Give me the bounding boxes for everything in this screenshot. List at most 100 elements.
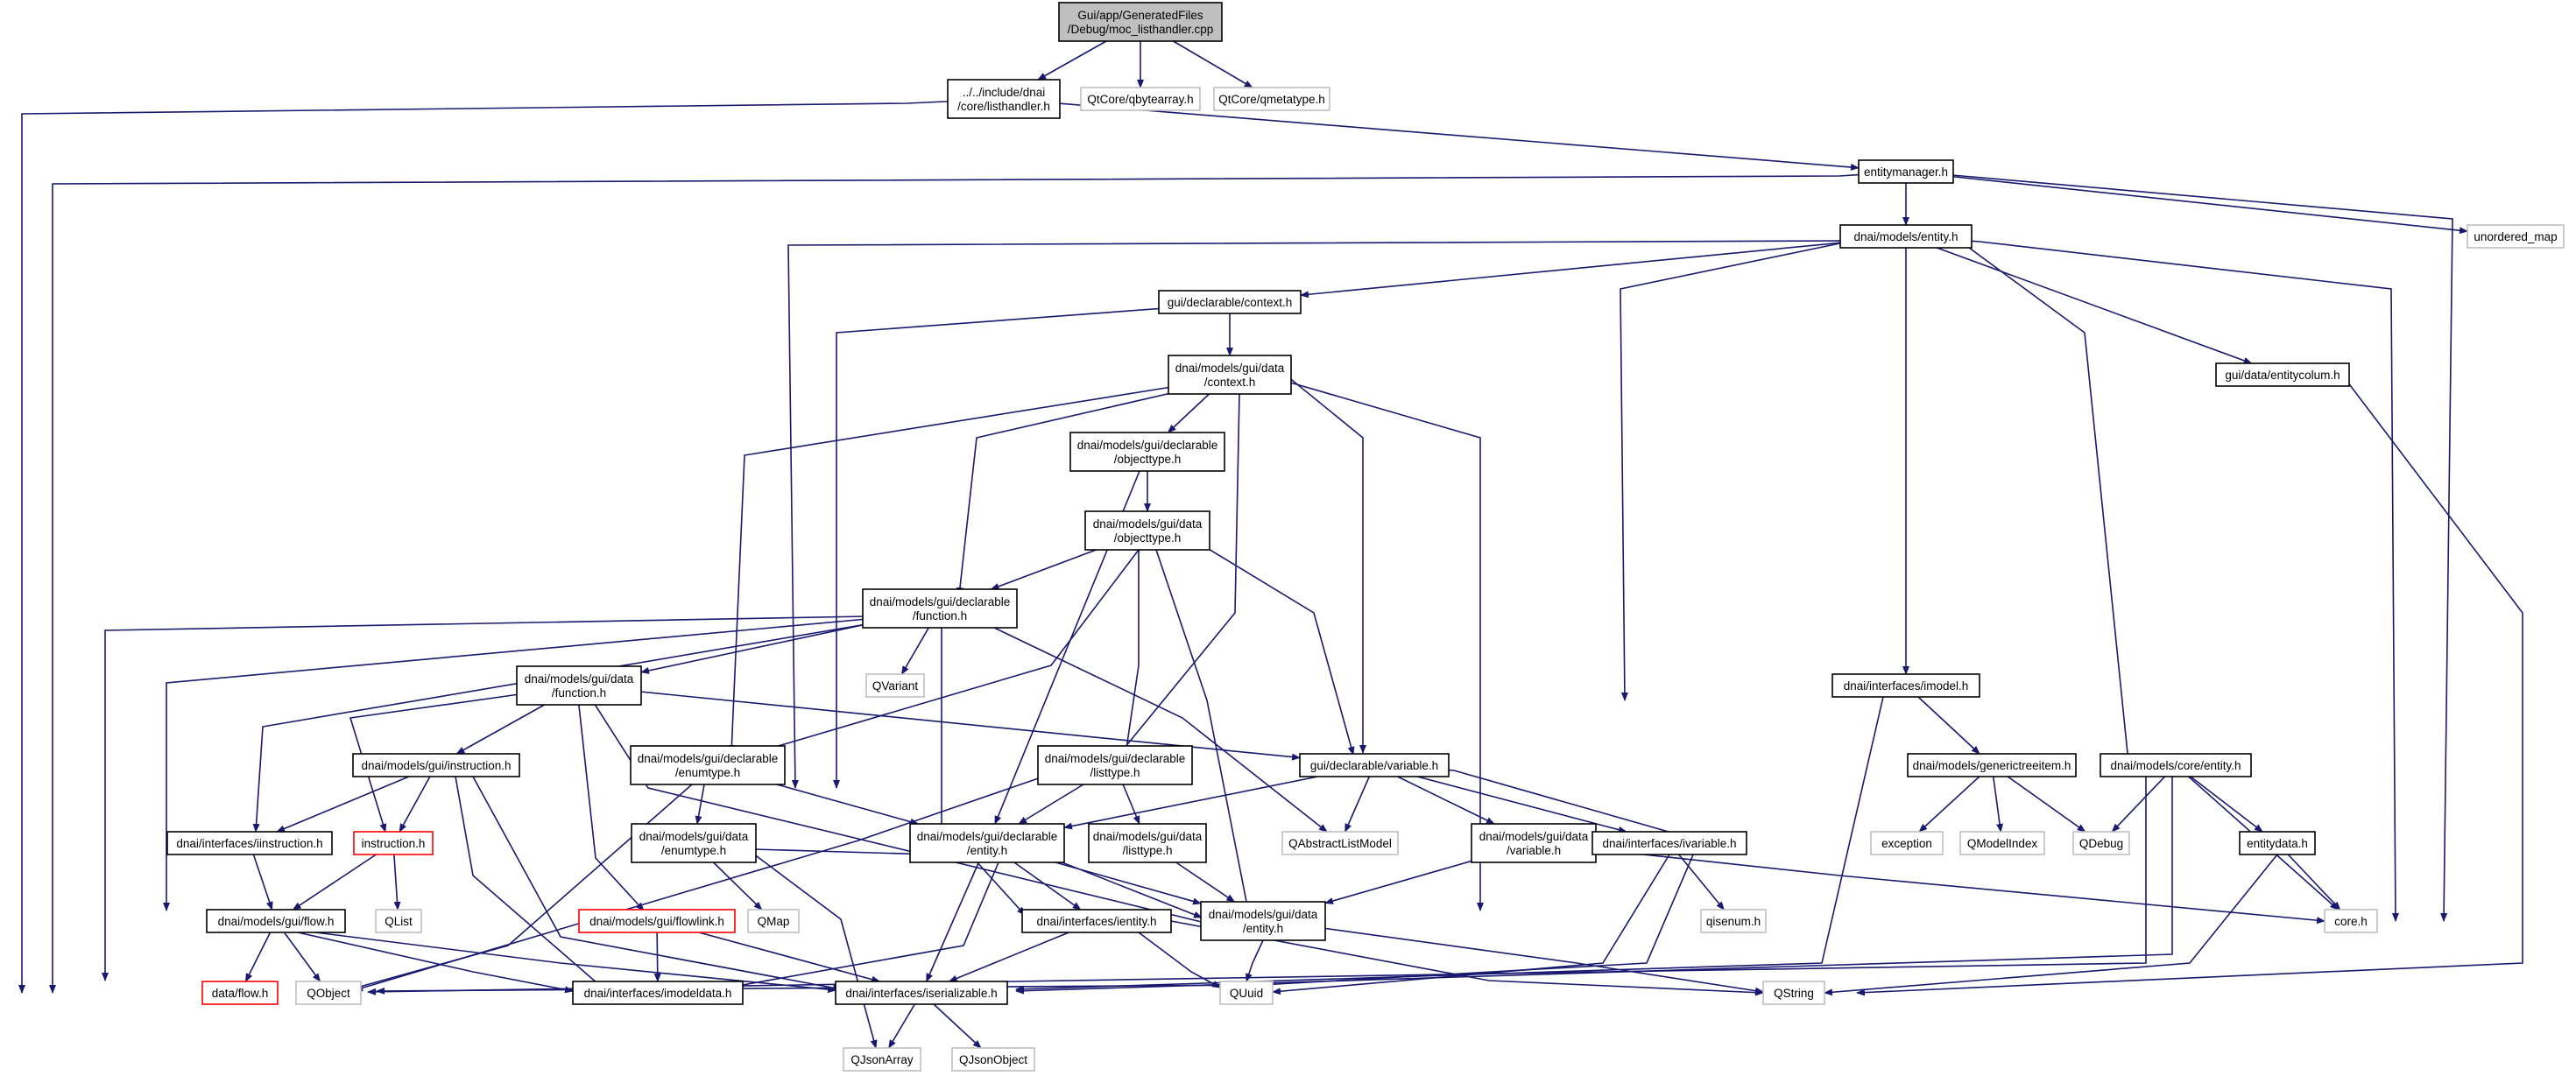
node-decl-function[interactable]: dnai/models/gui/declarable/function.h xyxy=(862,588,1018,629)
edge-data_context-to-decl_function xyxy=(956,390,1183,596)
node-label: QObject xyxy=(307,987,350,1000)
node-imodeldata[interactable]: dnai/interfaces/imodeldata.h xyxy=(572,981,744,1005)
node-box xyxy=(572,981,744,1005)
node-qisenum: qisenum.h xyxy=(1700,909,1767,933)
node-box xyxy=(1762,981,1825,1005)
edge-data_objecttype-to-decl_enumtype xyxy=(748,549,1140,756)
node-data-entity[interactable]: dnai/models/gui/data/entity.h xyxy=(1200,901,1326,941)
node-decl-listtype[interactable]: dnai/models/gui/declarable/listtype.h xyxy=(1037,745,1193,785)
edge-flow-to-iserializable xyxy=(314,932,836,994)
edge-decl_enumtype-to-qobject xyxy=(349,784,693,991)
node-quuid: QUuid xyxy=(1219,981,1274,1005)
node-box xyxy=(1471,823,1597,863)
node-box xyxy=(1831,673,1980,698)
edge-core_entity-to-qdebug xyxy=(2111,776,2166,833)
node-data-objecttype[interactable]: dnai/models/gui/data/objecttype.h xyxy=(1084,510,1210,551)
node-data-listtype[interactable]: dnai/models/gui/data/listtype.h xyxy=(1088,823,1207,863)
edge-decl_variable-to-decl_entity xyxy=(1063,776,1318,830)
node-decl-objecttype[interactable]: dnai/models/gui/declarable/objecttype.h xyxy=(1069,432,1225,472)
node-flowlink[interactable]: dnai/models/gui/flowlink.h xyxy=(578,909,736,933)
node-data-flow[interactable]: data/flow.h xyxy=(201,981,279,1005)
node-ientity[interactable]: dnai/interfaces/ientity.h xyxy=(1021,909,1172,933)
edge-data_entity-to-quuid xyxy=(1246,939,1264,982)
node-box xyxy=(630,745,786,785)
node-qmetatype: QtCore/qmetatype.h xyxy=(1213,87,1330,111)
edge-core_entity-to-iserializable xyxy=(1015,777,2173,995)
node-box xyxy=(1870,831,1944,855)
node-box xyxy=(1158,290,1302,314)
edge-data_objecttype-to-decl_listtype xyxy=(1123,549,1140,756)
edge-data_enumtype-to-qmap xyxy=(712,862,763,911)
node-label: dnai/interfaces/ientity.h xyxy=(1036,915,1156,928)
node-instruction-h[interactable]: instruction.h xyxy=(353,831,434,855)
node-label: dnai/models/entity.h xyxy=(1853,230,1958,243)
edge-layer xyxy=(18,40,2523,1049)
node-core-entity[interactable]: dnai/models/core/entity.h xyxy=(2100,753,2252,777)
node-box xyxy=(1200,901,1326,941)
edge-decl_listtype-to-decl_entity xyxy=(1018,784,1084,825)
node-decl-enumtype[interactable]: dnai/models/gui/declarable/enumtype.h xyxy=(630,745,786,785)
edge-instruction_h-to-flow xyxy=(292,854,377,911)
node-decl-context[interactable]: gui/declarable/context.h xyxy=(1158,290,1302,314)
node-listhandler[interactable]: ../../include/dnai/core/listhandler.h xyxy=(947,79,1061,119)
node-label: dnai/interfaces/iinstruction.h xyxy=(176,837,322,850)
edge-decl_entity-to-iserializable xyxy=(925,862,980,982)
node-label: Gui/app/GeneratedFiles xyxy=(1077,9,1203,22)
edge-models_entity-to-core_h xyxy=(1971,240,2399,922)
node-box xyxy=(1700,909,1767,933)
node-data-context[interactable]: dnai/models/gui/data/context.h xyxy=(1168,355,1292,395)
edge-ientity-to-quuid xyxy=(1138,932,1221,988)
node-label: QString xyxy=(1774,987,1814,1000)
node-iserializable[interactable]: dnai/interfaces/iserializable.h xyxy=(835,981,1008,1005)
node-box xyxy=(1907,753,2077,777)
node-label: dnai/interfaces/imodel.h xyxy=(1844,679,1969,693)
edge-flow-to-qobject xyxy=(283,932,321,982)
node-box xyxy=(835,981,1008,1005)
node-iinstruction[interactable]: dnai/interfaces/iinstruction.h xyxy=(166,831,333,855)
node-ivariable[interactable]: dnai/interfaces/ivariable.h xyxy=(1591,831,1747,855)
node-box xyxy=(516,665,642,706)
node-label: dnai/models/gui/data xyxy=(1209,908,1318,921)
node-label: QModelIndex xyxy=(1967,837,2038,850)
node-box xyxy=(1080,87,1201,111)
node-entitydata[interactable]: entitydata.h xyxy=(2239,831,2316,855)
edge-data_function-to-flowlink xyxy=(578,705,645,911)
edge-decl_variable-to-ivariable xyxy=(1417,776,1627,833)
node-label: dnai/models/gui/instruction.h xyxy=(361,759,511,772)
node-qlist: QList xyxy=(375,909,422,933)
node-label: /objecttype.h xyxy=(1114,531,1182,545)
node-label: /listtype.h xyxy=(1122,844,1172,857)
node-instruction[interactable]: dnai/models/gui/instruction.h xyxy=(352,753,520,777)
node-entitymanager[interactable]: entitymanager.h xyxy=(1858,159,1954,184)
node-label: dnai/models/generictreeitem.h xyxy=(1913,759,2071,772)
node-generictreeitem[interactable]: dnai/models/generictreeitem.h xyxy=(1907,753,2077,777)
node-decl-variable[interactable]: gui/declarable/variable.h xyxy=(1299,753,1450,777)
node-unordered-map: unordered_map xyxy=(2467,224,2565,249)
node-box xyxy=(2100,753,2252,777)
node-box xyxy=(353,831,434,855)
node-models-entity[interactable]: dnai/models/entity.h xyxy=(1839,224,1973,249)
node-data-variable[interactable]: dnai/models/gui/data/variable.h xyxy=(1471,823,1597,863)
node-flow[interactable]: dnai/models/gui/flow.h xyxy=(206,909,346,933)
node-data-enumtype[interactable]: dnai/models/gui/data/enumtype.h xyxy=(631,823,757,863)
edge-data_context-to-decl_variable xyxy=(1285,376,1366,754)
node-moc[interactable]: Gui/app/GeneratedFiles/Debug/moc_listhan… xyxy=(1058,2,1223,42)
edge-data_objecttype-to-data_entity xyxy=(1155,549,1251,911)
edge-entitydata-to-qstring xyxy=(1824,854,2278,996)
edge-data_variable-to-data_entity xyxy=(1324,860,1472,904)
node-data-function[interactable]: dnai/models/gui/data/function.h xyxy=(516,665,642,706)
node-label: QJsonObject xyxy=(959,1053,1027,1066)
node-label: /enumtype.h xyxy=(675,766,740,779)
node-label: /function.h xyxy=(552,686,606,700)
node-box xyxy=(1219,981,1274,1005)
node-label: /enumtype.h xyxy=(661,844,726,857)
node-decl-entity[interactable]: dnai/models/gui/declarable/entity.h xyxy=(909,823,1065,863)
node-data-entitycolum[interactable]: gui/data/entitycolum.h xyxy=(2215,362,2350,387)
node-label: QtCore/qbytearray.h xyxy=(1087,93,1193,106)
node-qvariant: QVariant xyxy=(865,673,925,698)
node-label: /variable.h xyxy=(1507,844,1561,857)
node-label: core.h xyxy=(2334,915,2368,928)
edge-data_context-to-decl_listtype xyxy=(1116,393,1240,758)
node-qabstractlistmodel: QAbstractListModel xyxy=(1281,831,1399,855)
node-imodel[interactable]: dnai/interfaces/imodel.h xyxy=(1831,673,1980,698)
